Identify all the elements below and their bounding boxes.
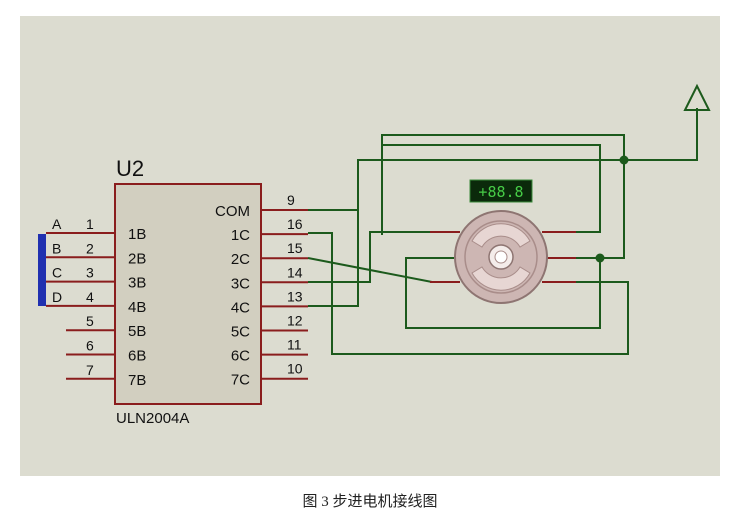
chip-part-label: ULN2004A — [116, 410, 189, 427]
chip-pin-number: 12 — [287, 313, 303, 329]
chip-ref-label: U2 — [116, 156, 144, 181]
chip-pin-name: 1B — [128, 226, 146, 243]
chip-pin-number: 13 — [287, 288, 303, 304]
power-terminal-icon — [683, 83, 711, 111]
wire-com — [308, 159, 624, 211]
chip-pin-name: 3C — [231, 275, 250, 292]
chip-pin-number: 7 — [86, 362, 94, 378]
net-label: D — [52, 289, 62, 305]
chip-pin-name: 7C — [231, 372, 250, 389]
chip-pin-name: 2C — [231, 251, 250, 268]
chip-pin-name: 1C — [231, 227, 250, 244]
chip-pin-name: 5B — [128, 323, 146, 340]
chip-pin-number: 5 — [86, 313, 94, 329]
net-label: C — [52, 265, 62, 281]
motor-pole-arc — [471, 223, 531, 248]
stepper-motor: +88.8 — [430, 179, 576, 304]
wire-pin16 — [308, 232, 629, 355]
chip-left-pins: 1 1B A 2 2B B 3 3B C 4 4B D 5 5B 6 6B 7 7B — [46, 216, 146, 389]
motor-pole-arc — [471, 266, 531, 291]
chip-pin-number: 4 — [86, 289, 94, 305]
chip-pin-name: COM — [215, 203, 250, 220]
chip-pin-number: 10 — [287, 361, 303, 377]
chip-pin-number: 6 — [86, 338, 94, 354]
motor-display-readout: +88.8 — [478, 183, 523, 201]
chip-pin-number: 2 — [86, 240, 94, 256]
figure-caption: 图 3 步进电机接线图 — [302, 494, 438, 510]
junction-dot — [619, 155, 629, 165]
chip-pin-number: 11 — [287, 337, 302, 353]
wire-pin13 — [308, 210, 359, 307]
motor-shaft-core — [494, 250, 508, 264]
chip-pin-number: 16 — [287, 216, 303, 232]
wire-center-tap — [600, 160, 625, 259]
wire-pin14 — [308, 231, 454, 283]
chip-pin-number: 9 — [287, 192, 295, 208]
net-label: A — [52, 216, 62, 232]
net-label: B — [52, 240, 61, 256]
chip-pin-number: 3 — [86, 265, 94, 281]
motor-display — [469, 179, 533, 203]
input-bus — [38, 234, 46, 306]
chip-pin-number: 14 — [287, 264, 303, 280]
wire-motor-bottom — [405, 257, 601, 329]
chip-pin-number: 1 — [86, 216, 94, 232]
chip-pin-name: 4C — [231, 299, 250, 316]
chip-pin-name: 3B — [128, 275, 146, 292]
wire-top-loop — [381, 134, 625, 235]
chip-pin-name: 6B — [128, 348, 146, 365]
stepper-motor-schematic: U2 ULN2004A 1 1B A 2 2B B 3 3B C 4 4B D 5 5B 6 6B 7 7B 9C… — [20, 16, 720, 476]
chip-pin-name: 4B — [128, 299, 146, 316]
chip-pin-name: 2B — [128, 250, 146, 267]
chip-pin-name: 5C — [231, 324, 250, 341]
junction-dot — [595, 253, 605, 263]
chip-body — [114, 183, 262, 405]
chip-pin-name: 7B — [128, 372, 146, 389]
motor-ring — [464, 220, 538, 294]
chip-pin-number: 15 — [287, 240, 303, 256]
wire-to-power — [624, 108, 698, 161]
chip-pin-name: 6C — [231, 348, 250, 365]
